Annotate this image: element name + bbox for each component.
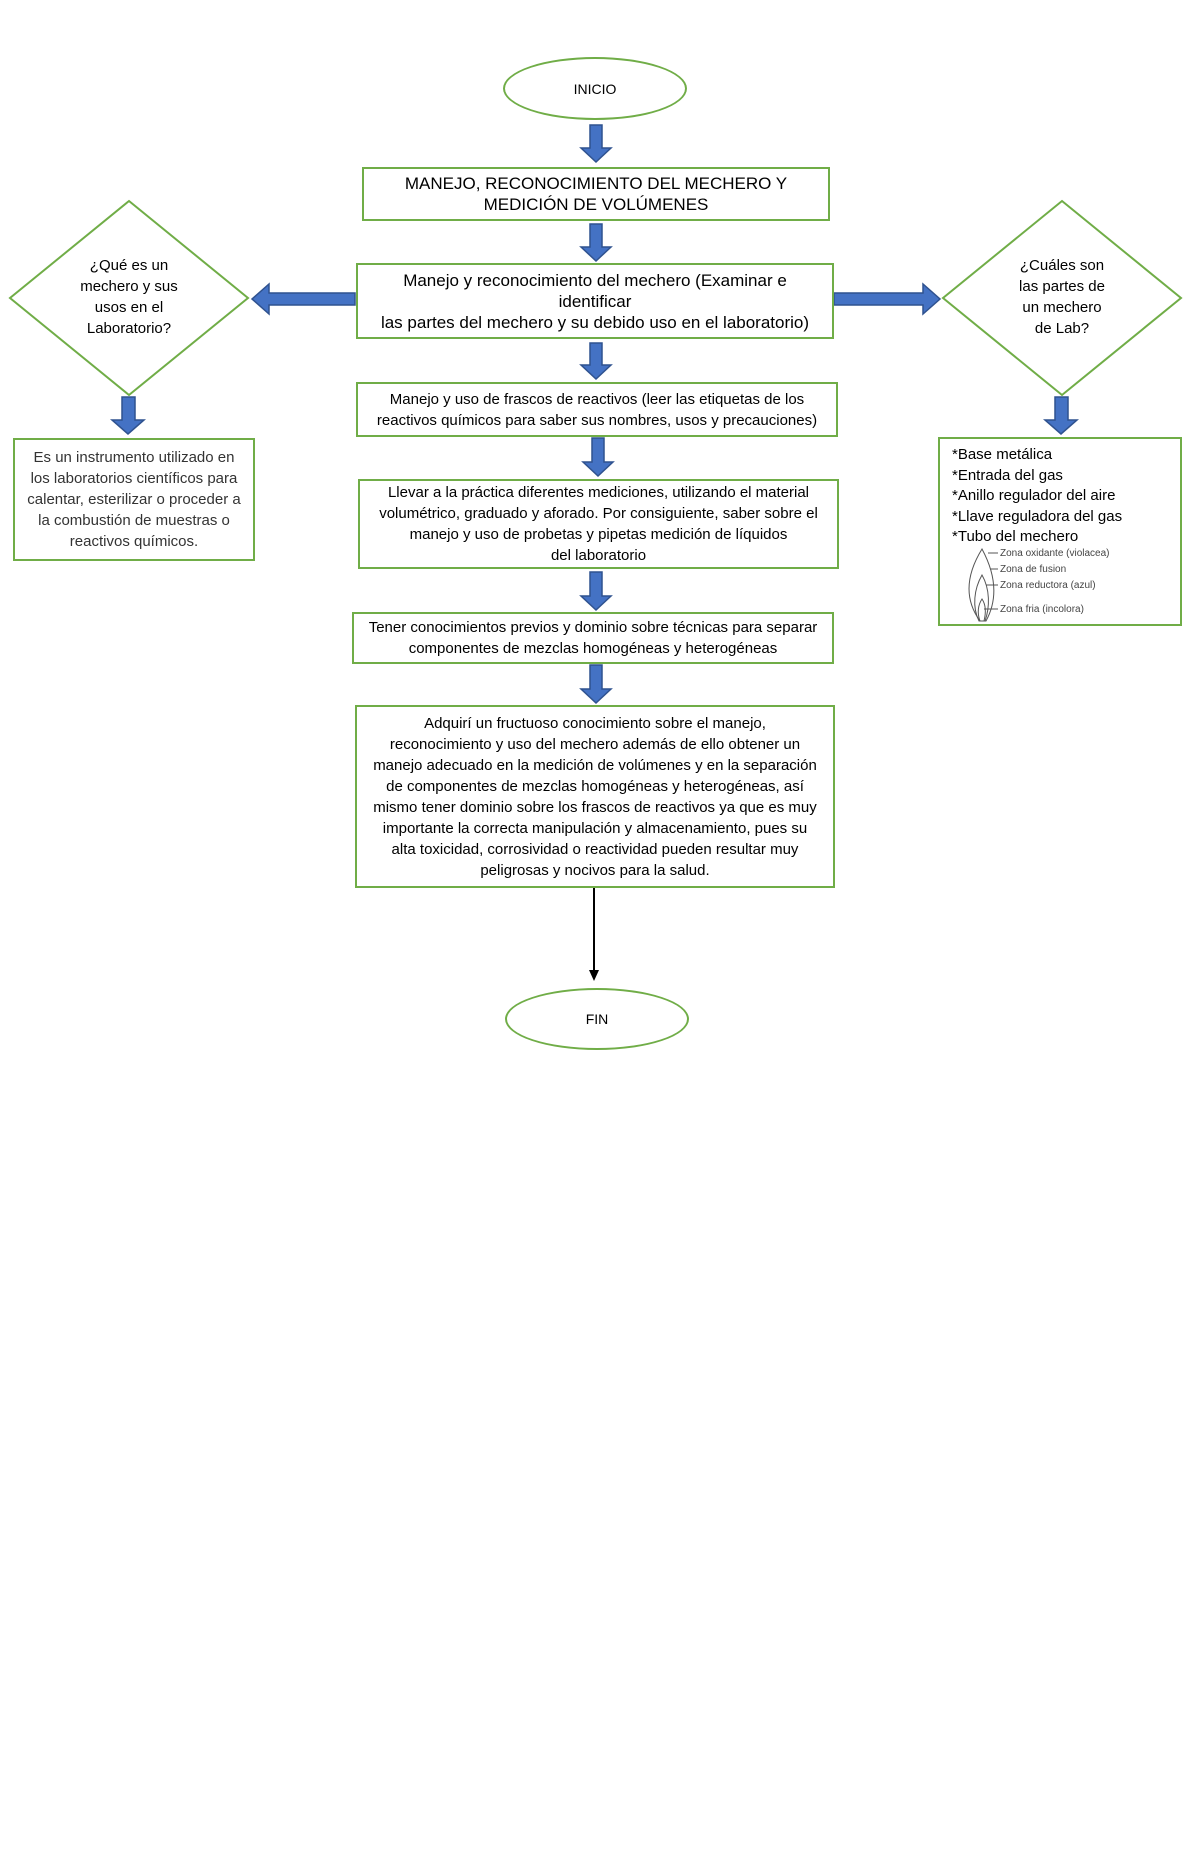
part-item: *Tubo del mechero bbox=[952, 528, 1079, 545]
arrow-down bbox=[579, 124, 613, 164]
arrowhead bbox=[589, 970, 599, 981]
step-1-text: Manejo y reconocimiento del mechero (Exa… bbox=[380, 270, 810, 332]
step-2-text: Manejo y uso de frascos de reactivos (le… bbox=[376, 390, 818, 429]
left-question-text: ¿Qué es un mechero y sus usos en el Labo… bbox=[80, 257, 178, 337]
step-3-box: Llevar a la práctica diferentes medicion… bbox=[358, 479, 839, 569]
part-item: *Base metálica bbox=[952, 446, 1053, 463]
start-label: INICIO bbox=[573, 80, 617, 97]
flame-zone-label: Zona fria (incolora) bbox=[1000, 604, 1084, 615]
step-2-box: Manejo y uso de frascos de reactivos (le… bbox=[356, 382, 838, 437]
title-box: MANEJO, RECONOCIMIENTO DEL MECHERO Y MED… bbox=[362, 167, 830, 221]
conclusion-box: Adquirí un fructuoso conocimiento sobre … bbox=[355, 705, 835, 888]
step-1-box: Manejo y reconocimiento del mechero (Exa… bbox=[356, 263, 834, 339]
arrow-down bbox=[1043, 396, 1079, 435]
part-item: *Entrada del gas bbox=[952, 466, 1063, 484]
arrow-down bbox=[581, 437, 615, 478]
title-text: MANEJO, RECONOCIMIENTO DEL MECHERO Y MED… bbox=[404, 174, 788, 214]
part-item: *Llave reguladora del gas bbox=[952, 507, 1123, 525]
arrow-right bbox=[833, 282, 942, 316]
step-4-text: Tener conocimientos previos y dominio so… bbox=[368, 619, 818, 657]
right-question-text: ¿Cuáles son las partes de un mechero de … bbox=[1019, 257, 1105, 337]
arrow-down bbox=[579, 342, 613, 381]
parts-list: *Base metálica *Entrada del gas *Anillo … bbox=[952, 445, 1168, 548]
flame-core-shape bbox=[977, 598, 986, 622]
arrow-down bbox=[579, 664, 613, 705]
flame-zone-label: Zona oxidante (violacea) bbox=[1000, 548, 1110, 559]
step-3-text: Llevar a la práctica diferentes medicion… bbox=[379, 484, 818, 564]
start-oval: INICIO bbox=[503, 57, 687, 120]
left-answer-box: Es un instrumento utilizado en los labor… bbox=[13, 438, 255, 561]
flame-zone-label: Zona de fusion bbox=[1000, 564, 1066, 575]
flame-diagram: Zona oxidante (violacea) Zona de fusion … bbox=[968, 547, 1110, 622]
flame-zone-label: Zona reductora (azul) bbox=[1000, 580, 1096, 591]
step-4-box: Tener conocimientos previos y dominio so… bbox=[352, 612, 834, 664]
conclusion-text: Adquirí un fructuoso conocimiento sobre … bbox=[373, 714, 817, 879]
end-label: FIN bbox=[585, 1011, 609, 1027]
arrow-down bbox=[579, 571, 613, 612]
flame-outer-shape bbox=[968, 547, 995, 622]
right-question-diamond bbox=[941, 199, 1183, 397]
left-answer-text: Es un instrumento utilizado en los labor… bbox=[27, 449, 241, 550]
mechero-parts-box: *Base metálica *Entrada del gas *Anillo … bbox=[938, 437, 1182, 626]
flame-inner-shape bbox=[974, 573, 989, 622]
arrow-down bbox=[579, 223, 613, 263]
part-item: *Anillo regulador del aire bbox=[952, 487, 1116, 504]
end-oval: FIN bbox=[505, 988, 689, 1050]
arrow-down bbox=[110, 396, 146, 435]
arrow-left bbox=[250, 282, 356, 316]
left-question-diamond bbox=[8, 199, 250, 397]
